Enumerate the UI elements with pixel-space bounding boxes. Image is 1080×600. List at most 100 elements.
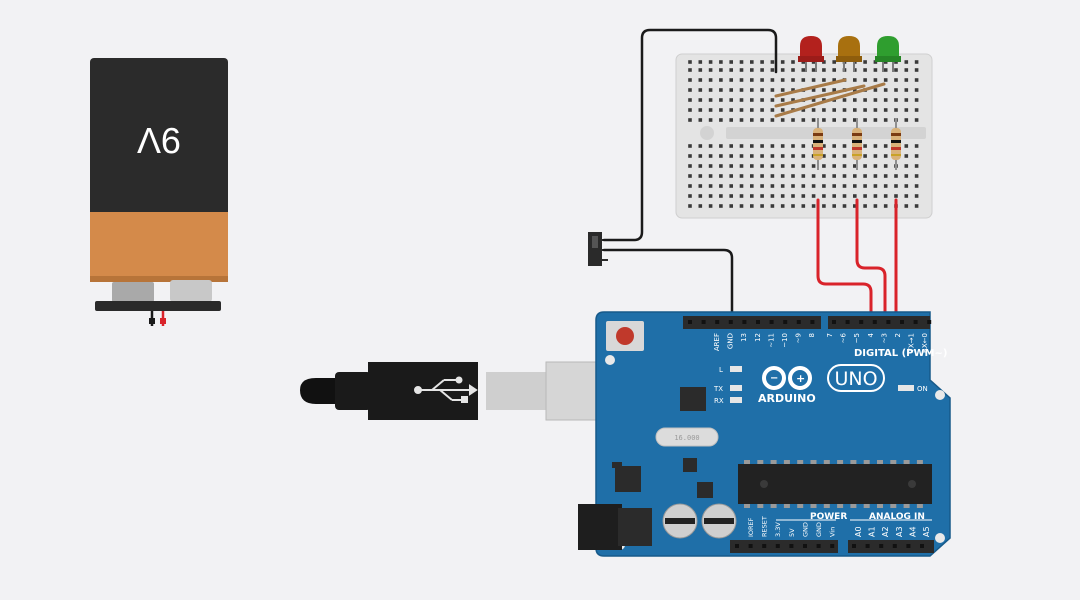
header-pin[interactable] — [748, 544, 753, 548]
header-pin[interactable] — [852, 544, 856, 548]
breadboard-hole[interactable] — [914, 88, 919, 92]
breadboard-hole[interactable] — [883, 88, 888, 92]
breadboard-hole[interactable] — [719, 88, 723, 92]
breadboard-hole[interactable] — [739, 78, 744, 82]
breadboard-hole[interactable] — [729, 60, 733, 64]
breadboard-hole[interactable] — [708, 68, 713, 72]
breadboard-hole[interactable] — [904, 184, 909, 188]
breadboard-hole[interactable] — [729, 108, 733, 112]
breadboard-hole[interactable] — [832, 108, 836, 112]
breadboard-hole[interactable] — [688, 60, 692, 64]
breadboard-hole[interactable] — [688, 78, 692, 82]
breadboard-hole[interactable] — [688, 88, 692, 92]
breadboard-hole[interactable] — [750, 184, 754, 188]
breadboard-hole[interactable] — [883, 118, 888, 122]
breadboard-hole[interactable] — [914, 174, 919, 178]
breadboard-hole[interactable] — [801, 194, 806, 198]
breadboard-hole[interactable] — [729, 98, 733, 102]
breadboard-hole[interactable] — [883, 144, 888, 148]
breadboard-hole[interactable] — [698, 144, 703, 148]
breadboard-hole[interactable] — [904, 108, 909, 112]
breadboard-hole[interactable] — [863, 184, 867, 188]
breadboard-hole[interactable] — [914, 108, 919, 112]
breadboard-hole[interactable] — [822, 118, 826, 122]
breadboard-hole[interactable] — [698, 184, 703, 188]
breadboard-hole[interactable] — [822, 184, 826, 188]
breadboard-hole[interactable] — [729, 88, 733, 92]
breadboard-hole[interactable] — [791, 204, 795, 208]
breadboard-hole[interactable] — [822, 108, 826, 112]
breadboard-hole[interactable] — [719, 60, 723, 64]
breadboard-hole[interactable] — [780, 194, 785, 198]
breadboard-hole[interactable] — [770, 68, 775, 72]
resistor-3[interactable] — [891, 118, 901, 170]
breadboard-hole[interactable] — [698, 118, 703, 122]
battery-9v[interactable]: 9V — [90, 58, 228, 326]
breadboard-hole[interactable] — [832, 174, 836, 178]
breadboard-hole[interactable] — [729, 204, 733, 208]
breadboard-hole[interactable] — [698, 88, 703, 92]
breadboard-hole[interactable] — [914, 60, 919, 64]
breadboard-hole[interactable] — [698, 194, 703, 198]
breadboard-hole[interactable] — [791, 60, 795, 64]
breadboard-hole[interactable] — [801, 164, 806, 168]
breadboard-hole[interactable] — [688, 174, 692, 178]
breadboard-hole[interactable] — [801, 144, 806, 148]
breadboard-hole[interactable] — [842, 144, 847, 148]
red-wire-pin-4[interactable] — [855, 198, 887, 324]
breadboard-hole[interactable] — [729, 184, 733, 188]
breadboard-hole[interactable] — [904, 144, 909, 148]
breadboard-hole[interactable] — [811, 118, 816, 122]
breadboard-hole[interactable] — [811, 108, 816, 112]
breadboard-hole[interactable] — [780, 78, 785, 82]
breadboard-hole[interactable] — [801, 108, 806, 112]
breadboard-hole[interactable] — [770, 194, 775, 198]
breadboard-hole[interactable] — [904, 60, 909, 64]
breadboard-hole[interactable] — [853, 164, 857, 168]
header-pin[interactable] — [728, 320, 733, 324]
breadboard-hole[interactable] — [863, 204, 867, 208]
breadboard-hole[interactable] — [750, 154, 754, 158]
breadboard-hole[interactable] — [832, 184, 836, 188]
breadboard-hole[interactable] — [842, 98, 847, 102]
breadboard-hole[interactable] — [688, 204, 692, 208]
header-pin[interactable] — [803, 544, 807, 548]
breadboard-hole[interactable] — [822, 68, 826, 72]
breadboard-hole[interactable] — [760, 108, 764, 112]
header-pin[interactable] — [742, 320, 747, 324]
breadboard-hole[interactable] — [698, 204, 703, 208]
breadboard-hole[interactable] — [883, 68, 888, 72]
breadboard-hole[interactable] — [729, 154, 733, 158]
breadboard-hole[interactable] — [791, 78, 795, 82]
green-led[interactable] — [875, 36, 901, 72]
breadboard-hole[interactable] — [739, 204, 744, 208]
breadboard-hole[interactable] — [708, 108, 713, 112]
breadboard-hole[interactable] — [770, 88, 775, 92]
breadboard-hole[interactable] — [698, 164, 703, 168]
breadboard-hole[interactable] — [894, 108, 898, 112]
breadboard-hole[interactable] — [770, 174, 775, 178]
breadboard-hole[interactable] — [904, 204, 909, 208]
breadboard-hole[interactable] — [914, 98, 919, 102]
header-pin[interactable] — [913, 320, 918, 324]
breadboard-hole[interactable] — [791, 118, 795, 122]
breadboard-hole[interactable] — [750, 98, 754, 102]
breadboard-hole[interactable] — [719, 194, 723, 198]
breadboard-hole[interactable] — [739, 118, 744, 122]
breadboard-hole[interactable] — [688, 118, 692, 122]
breadboard-hole[interactable] — [811, 68, 816, 72]
jumper-wire-3[interactable] — [774, 82, 886, 118]
header-pin[interactable] — [796, 320, 801, 324]
breadboard-hole[interactable] — [894, 98, 898, 102]
breadboard-hole[interactable] — [873, 108, 878, 112]
breadboard-hole[interactable] — [739, 60, 744, 64]
breadboard-hole[interactable] — [883, 174, 888, 178]
breadboard-hole[interactable] — [863, 78, 867, 82]
header-pin[interactable] — [892, 544, 897, 548]
breadboard-hole[interactable] — [708, 204, 713, 208]
breadboard-hole[interactable] — [842, 108, 847, 112]
breadboard-hole[interactable] — [770, 108, 775, 112]
breadboard-hole[interactable] — [801, 118, 806, 122]
breadboard-hole[interactable] — [832, 164, 836, 168]
